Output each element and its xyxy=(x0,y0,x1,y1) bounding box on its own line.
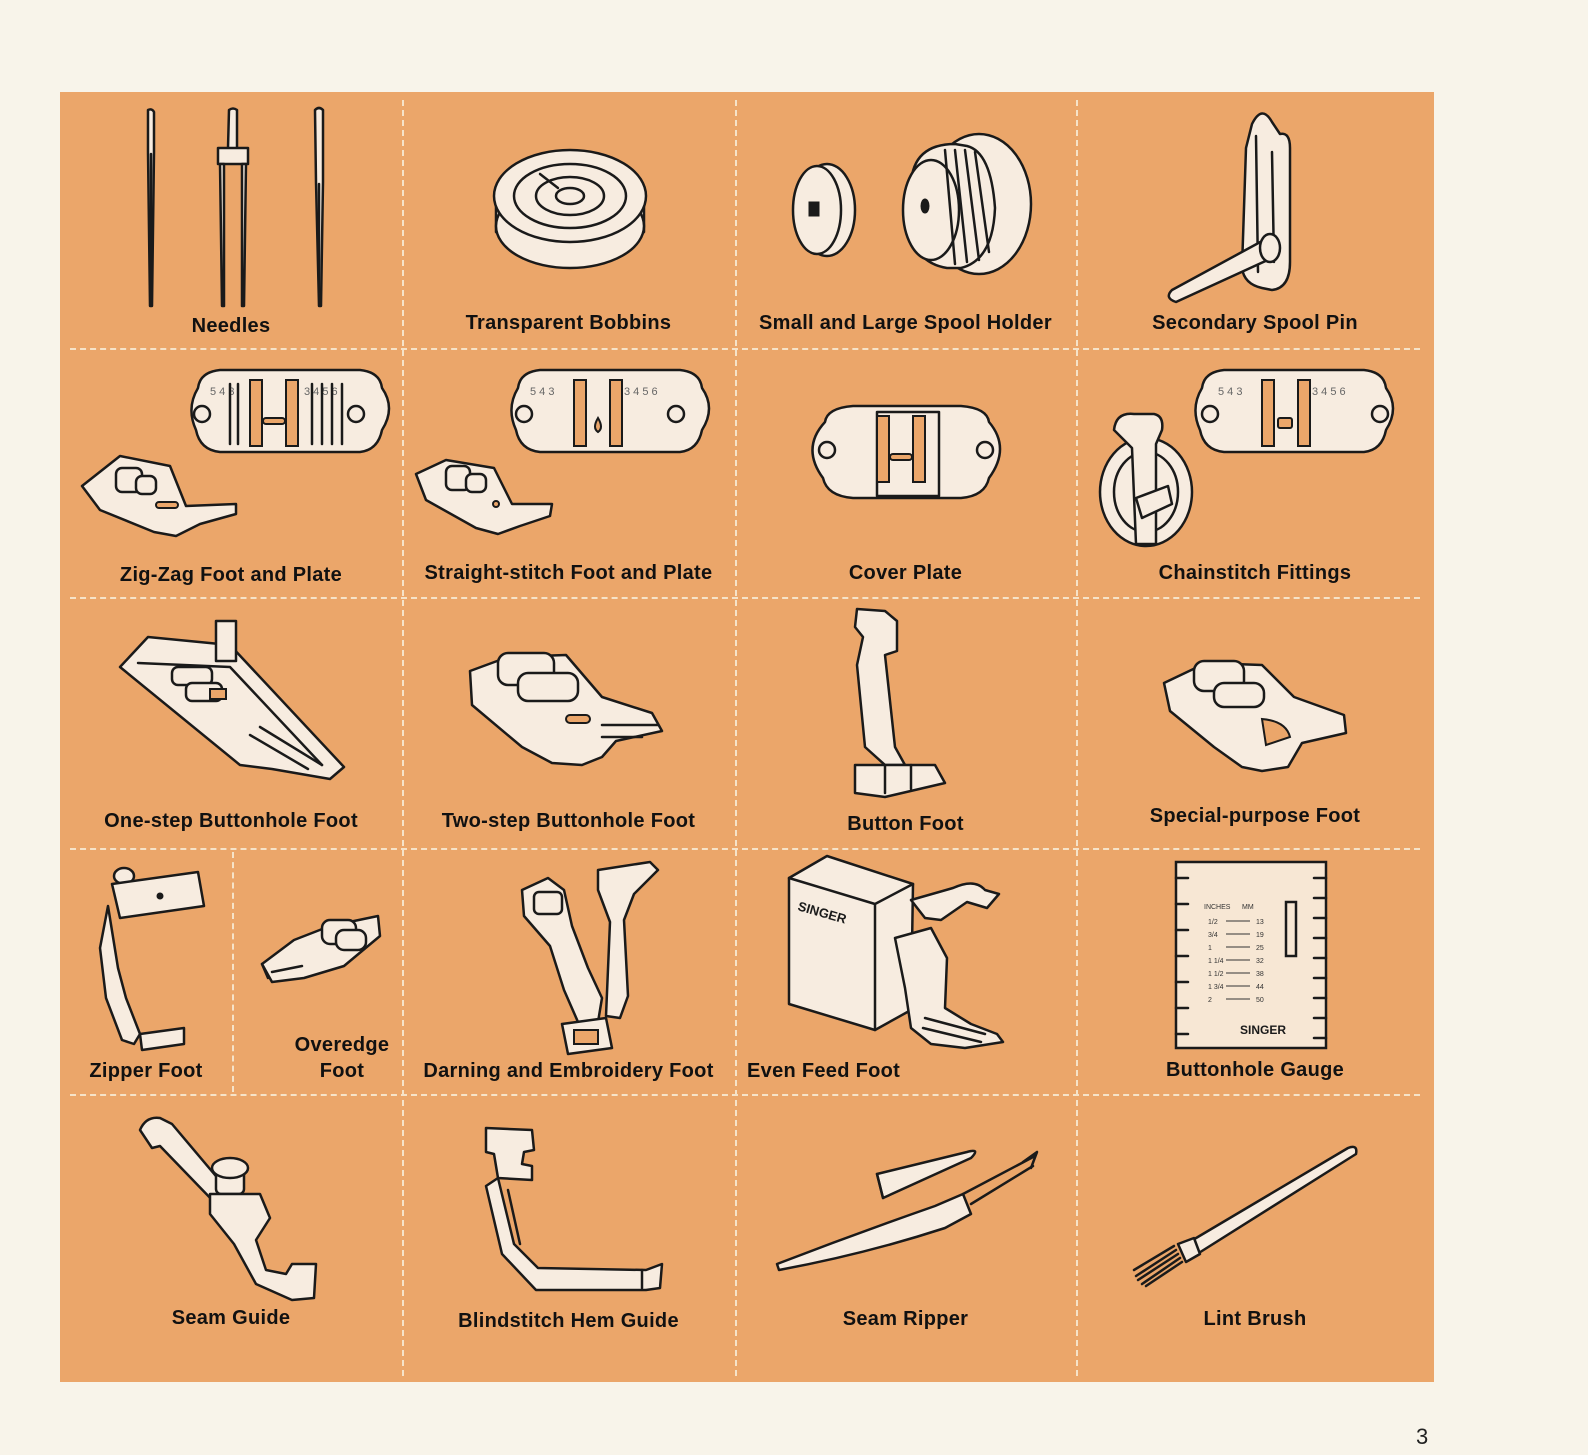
bobbin-illustration xyxy=(492,148,648,270)
grid-divider xyxy=(70,848,1420,850)
item-label: Blindstitch Hem Guide xyxy=(458,1310,679,1332)
grid-divider xyxy=(70,597,1420,599)
item-label: Lint Brush xyxy=(1203,1308,1307,1330)
gauge-mm-value: 13 xyxy=(1256,919,1264,926)
grid-divider xyxy=(232,852,234,1092)
spool-pin-illustration xyxy=(1167,112,1292,304)
item-label: Buttonhole Gauge xyxy=(1165,1059,1345,1081)
lint-brush-illustration xyxy=(1132,1145,1358,1288)
darning-foot-illustration xyxy=(520,860,660,1056)
needles-illustration xyxy=(146,106,325,308)
seam-guide-illustration xyxy=(138,1116,318,1302)
item-label: Button Foot xyxy=(847,813,964,835)
needles-cell: Needles xyxy=(60,92,402,348)
buttonhole-gauge-cell: INCHES MM 1/2 13 3/4 19 1 25 1 1/4 32 1 1/2 38 1 3… xyxy=(1076,848,1434,1094)
even-feed-foot-illustration: SINGER xyxy=(787,854,1005,1050)
overedge-foot-illustration xyxy=(260,914,382,984)
two-step-buttonhole-cell: Two-step Buttonhole Foot xyxy=(402,597,735,848)
gauge-inch-value: 1/2 xyxy=(1208,919,1218,926)
gauge-header-mm: MM xyxy=(1242,904,1254,911)
seam-ripper-illustration xyxy=(775,1149,1039,1272)
spool-holder-cell: Small and Large Spool Holder xyxy=(735,92,1076,348)
buttonhole-gauge-illustration: INCHES MM 1/2 13 3/4 19 1 25 1 1/4 32 1 1/2 38 1 3… xyxy=(1174,860,1328,1050)
special-purpose-foot-cell: Special-purpose Foot xyxy=(1076,597,1434,848)
gauge-mm-value: 25 xyxy=(1256,945,1264,952)
seam-ripper-cell: Seam Ripper xyxy=(735,1094,1076,1382)
button-foot-cell: Button Foot xyxy=(735,597,1076,848)
item-label: Small and Large Spool Holder xyxy=(759,312,1052,334)
cover-plate-illustration xyxy=(811,404,1002,500)
one-step-buttonhole-illustration xyxy=(118,619,346,781)
item-label: Zipper Foot xyxy=(89,1060,203,1082)
plate-scale-right: 3 4 5 6 xyxy=(624,386,658,398)
item-label: Darning and Embroidery Foot xyxy=(423,1060,714,1082)
item-label: Seam Ripper xyxy=(842,1308,969,1330)
item-label: Cover Plate xyxy=(848,562,963,584)
secondary-spool-pin-cell: Secondary Spool Pin xyxy=(1076,92,1434,348)
item-label: Overedge Foot xyxy=(294,1034,390,1082)
zigzag-foot-cell: 5 4 3 3 4 5 6 Zig-Zag Foot and Plate xyxy=(60,348,402,597)
item-label: Zig-Zag Foot and Plate xyxy=(119,564,343,586)
item-label: Needles xyxy=(191,315,271,337)
gauge-inch-value: 1 xyxy=(1208,945,1212,952)
zipper-foot-cell: Zipper Foot xyxy=(60,848,232,1094)
gauge-mm-value: 32 xyxy=(1256,958,1264,965)
gauge-brand-text: SINGER xyxy=(1240,1023,1286,1037)
grid-divider xyxy=(1076,100,1078,1376)
item-label: Special-purpose Foot xyxy=(1149,805,1361,827)
grid-divider xyxy=(735,100,737,1376)
button-foot-illustration xyxy=(853,607,947,799)
item-label: Two-step Buttonhole Foot xyxy=(441,810,696,832)
gauge-inch-value: 1 1/4 xyxy=(1208,958,1224,965)
grid-divider xyxy=(70,348,1420,350)
gauge-inch-value: 3/4 xyxy=(1208,932,1218,939)
blindstitch-illustration xyxy=(484,1126,664,1292)
item-label: Straight-stitch Foot and Plate xyxy=(424,562,713,584)
accessories-panel: Needles Transparent Bobbins Small and La… xyxy=(60,92,1434,1382)
two-step-buttonhole-illustration xyxy=(468,651,664,767)
special-purpose-illustration xyxy=(1162,659,1348,773)
straight-stitch-foot-cell: 5 4 3 3 4 5 6 Straight-stitch Foot and P… xyxy=(402,348,735,597)
even-feed-foot-cell: SINGER Even Feed Foot xyxy=(735,848,1076,1094)
chainstitch-illustration: 5 4 3 3 4 5 6 xyxy=(1098,368,1395,548)
gauge-mm-value: 44 xyxy=(1256,984,1264,991)
plate-scale-right: 3 4 5 6 xyxy=(1312,386,1346,398)
item-label: Even Feed Foot xyxy=(747,1060,901,1082)
plate-scale-left: 5 4 3 xyxy=(1218,386,1242,398)
seam-guide-cell: Seam Guide xyxy=(60,1094,402,1382)
gauge-inch-value: 1 3/4 xyxy=(1208,984,1224,991)
straight-stitch-illustration: 5 4 3 3 4 5 6 xyxy=(414,368,711,536)
cover-plate-cell: Cover Plate xyxy=(735,348,1076,597)
gauge-inch-value: 2 xyxy=(1208,997,1212,1004)
gauge-inch-value: 1 1/2 xyxy=(1208,971,1224,978)
gauge-mm-value: 38 xyxy=(1256,971,1264,978)
blindstitch-hem-guide-cell: Blindstitch Hem Guide xyxy=(402,1094,735,1382)
plate-scale-left: 5 4 3 xyxy=(530,386,554,398)
transparent-bobbins-cell: Transparent Bobbins xyxy=(402,92,735,348)
one-step-buttonhole-cell: One-step Buttonhole Foot xyxy=(60,597,402,848)
gauge-mm-value: 19 xyxy=(1256,932,1264,939)
zipper-foot-illustration xyxy=(98,866,206,1052)
gauge-header-inches: INCHES xyxy=(1204,904,1231,911)
overedge-foot-cell: Overedge Foot xyxy=(232,848,402,1094)
page-number: 3 xyxy=(1416,1424,1429,1449)
chainstitch-fittings-cell: 5 4 3 3 4 5 6 Chainstitch Fittings xyxy=(1076,348,1434,597)
item-label: Chainstitch Fittings xyxy=(1158,562,1352,584)
gauge-mm-value: 50 xyxy=(1256,997,1264,1004)
lint-brush-cell: Lint Brush xyxy=(1076,1094,1434,1382)
plate-scale-left: 5 4 3 xyxy=(210,386,234,398)
item-label: Transparent Bobbins xyxy=(465,312,672,334)
darning-foot-cell: Darning and Embroidery Foot xyxy=(402,848,735,1094)
item-label: Seam Guide xyxy=(171,1307,291,1329)
grid-divider xyxy=(70,1094,1420,1096)
zigzag-illustration: 5 4 3 3 4 5 6 xyxy=(80,368,391,538)
spool-holder-illustration xyxy=(791,132,1033,276)
grid-divider xyxy=(402,100,404,1376)
item-label: Secondary Spool Pin xyxy=(1152,312,1358,334)
item-label: One-step Buttonhole Foot xyxy=(104,810,358,832)
